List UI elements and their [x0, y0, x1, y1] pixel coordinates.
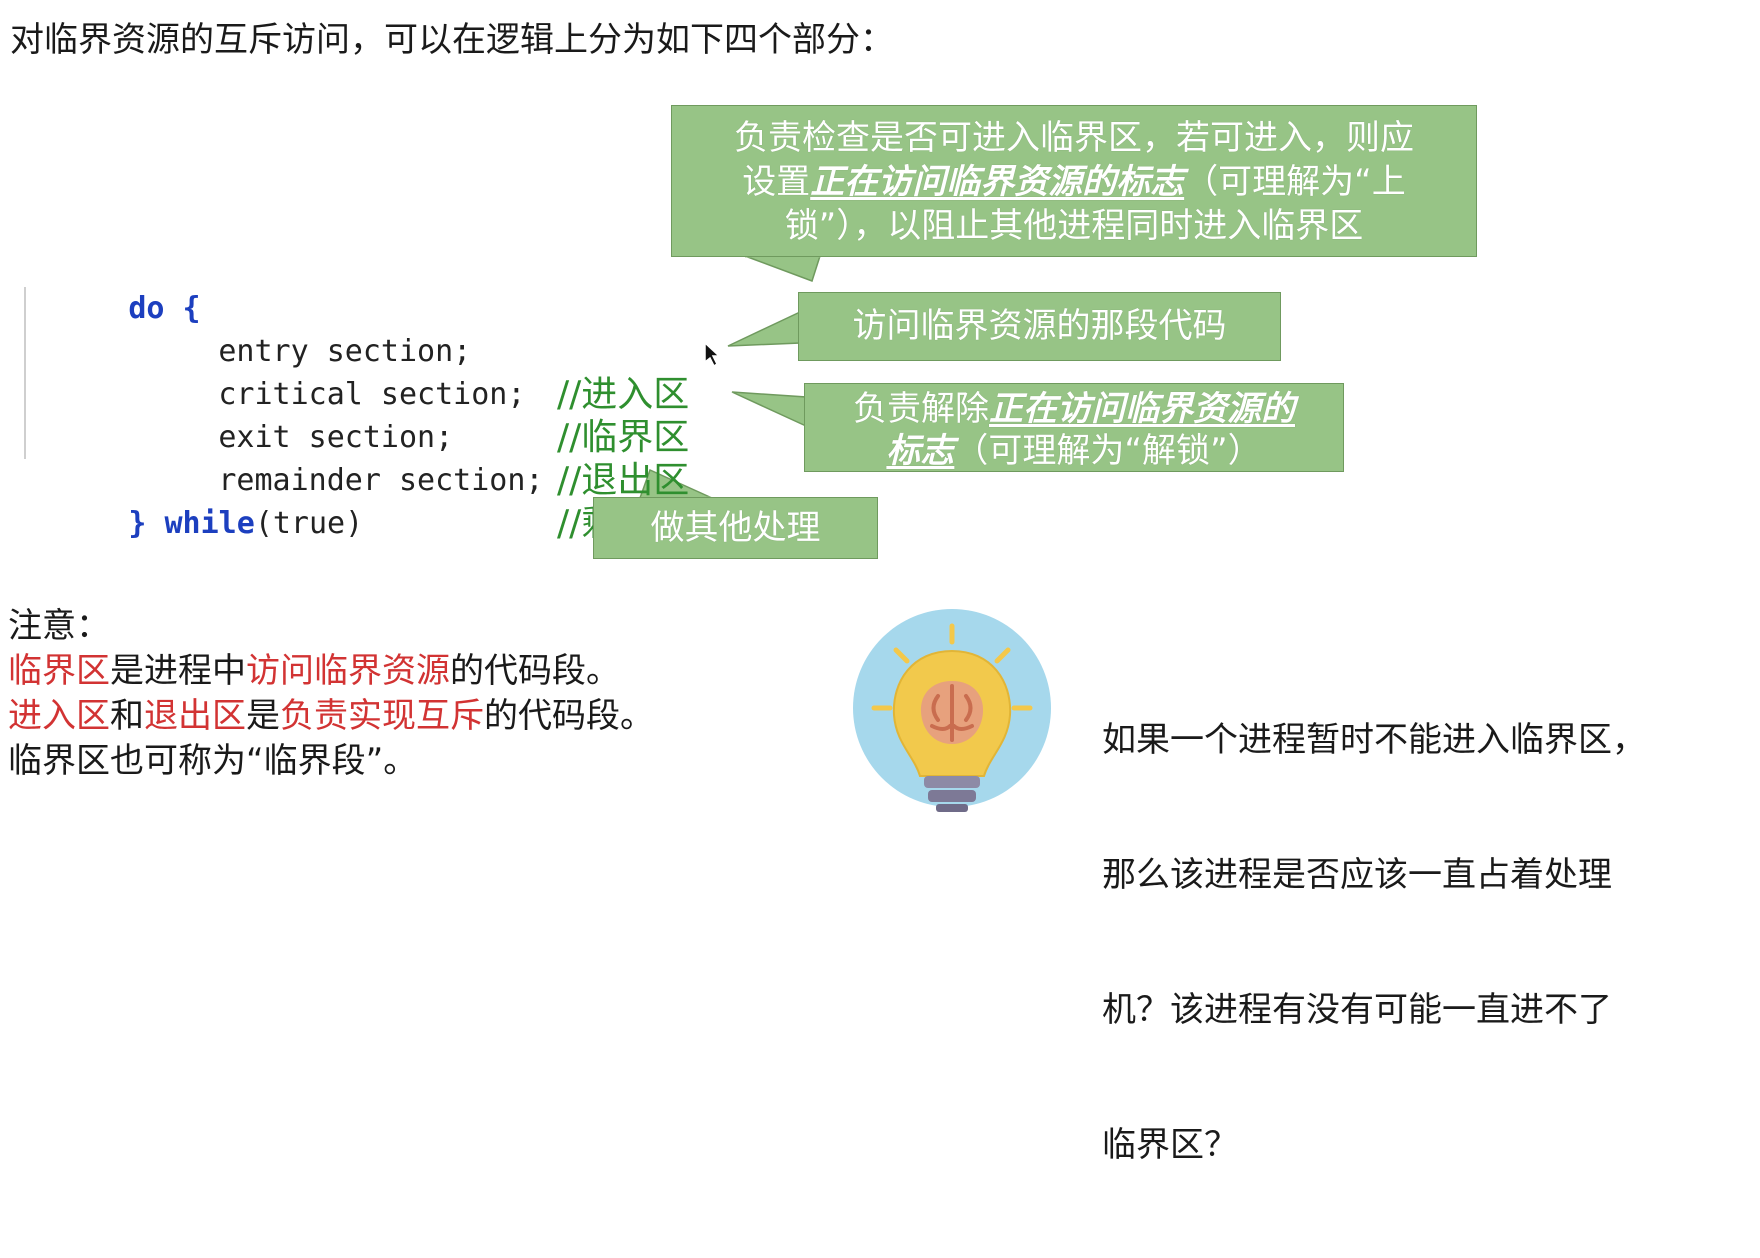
code-line-entry: entry section; //进入区 — [20, 287, 730, 415]
question-line-2: 那么该进程是否应该一直占着处理 — [1102, 855, 1612, 895]
bulb-base-ring-1 — [924, 776, 980, 788]
remainder-section-code: remainder section; — [218, 463, 544, 498]
question-text: 如果一个进程暂时不能进入临界区， 那么该进程是否应该一直占着处理 机？该进程有没… — [1102, 628, 1722, 1258]
notes-line2-highlight2: 退出区 — [144, 696, 246, 736]
entry-section-code: entry section; — [218, 334, 472, 369]
callout-exit-line2-suffix: （可理解为“解锁”） — [954, 431, 1262, 471]
page-heading: 对临界资源的互斥访问，可以在逻辑上分为如下四个部分： — [10, 20, 894, 60]
open-brace: { — [164, 291, 201, 326]
notes-line2-highlight1: 进入区 — [8, 696, 110, 736]
bulb-glow-rays — [871, 623, 1033, 711]
callout-exit-section: 负责解除正在访问临界资源的 标志（可理解为“解锁”） — [804, 383, 1344, 472]
callout-exit-line2: 标志（可理解为“解锁”） — [805, 430, 1343, 472]
close-brace: } — [128, 506, 147, 541]
callout-entry-line2-suffix: （可理解为“上 — [1184, 162, 1406, 202]
notes-line1-text1: 是进程中 — [110, 651, 246, 691]
callout-critical-tail — [727, 310, 801, 347]
notes-block: 注意： 临界区是进程中访问临界资源的代码段。 进入区和退出区是负责实现互斥的代码… — [8, 604, 654, 784]
exit-comment: //退出区 — [557, 460, 690, 501]
critical-section-code: critical section; — [218, 377, 526, 412]
callout-entry-line2-emphasis: 正在访问临界资源的标志 — [810, 162, 1185, 202]
code-line-do: do { — [20, 244, 730, 326]
question-line-1: 如果一个进程暂时不能进入临界区， — [1102, 720, 1646, 760]
notes-line1-highlight2: 访问临界资源 — [246, 651, 450, 691]
while-keyword: while — [164, 506, 255, 541]
notes-line1-highlight1: 临界区 — [8, 651, 110, 691]
critical-comment: //临界区 — [557, 417, 690, 458]
callout-exit-line1-prefix: 负责解除 — [853, 389, 989, 429]
code-line-critical: critical section; //临界区 — [20, 330, 730, 458]
question-line-4: 临界区？ — [1102, 1125, 1238, 1165]
notes-line2-text3: 的代码段。 — [484, 696, 654, 736]
code-line-while: } while(true) — [20, 459, 730, 541]
notes-title: 注意： — [8, 606, 110, 646]
entry-comment: //进入区 — [557, 374, 690, 415]
do-keyword: do — [128, 291, 165, 326]
notes-line2-text1: 和 — [110, 696, 144, 736]
callout-entry-line2: 设置正在访问临界资源的标志（可理解为“上 — [692, 160, 1456, 204]
slide: 对临界资源的互斥访问，可以在逻辑上分为如下四个部分： do { entry se… — [8, 20, 1646, 1165]
lightbulb-brain-icon — [853, 609, 1051, 812]
mouse-pointer-icon — [704, 342, 721, 368]
callout-entry-tail — [744, 255, 822, 282]
callout-entry-line2-prefix: 设置 — [742, 162, 811, 202]
callout-entry-line3: 锁”），以阻止其他进程同时进入临界区 — [784, 206, 1364, 246]
callout-exit-line1-emphasis: 正在访问临界资源的 — [989, 389, 1295, 429]
code-block: do { entry section; //进入区 critical secti… — [20, 244, 730, 544]
while-condition: (true) — [254, 506, 364, 541]
callout-entry-section: 负责检查是否可进入临界区，若可进入，则应 设置正在访问临界资源的标志（可理解为“… — [671, 105, 1477, 257]
code-line-remainder: remainder section; //剩余区 — [20, 416, 730, 544]
notes-line-3: 临界区也可称为“临界段”。 — [8, 741, 418, 781]
exit-section-code: exit section; — [218, 420, 454, 455]
bulb-brain-folds — [930, 684, 974, 742]
callout-critical-section: 访问临界资源的那段代码 — [798, 292, 1281, 361]
notes-line-1: 临界区是进程中访问临界资源的代码段。 — [8, 649, 654, 694]
notes-line1-text2: 的代码段。 — [450, 651, 620, 691]
notes-line2-highlight3: 负责实现互斥 — [280, 696, 484, 736]
callout-remainder-section: 做其他处理 — [593, 497, 878, 559]
callout-exit-line1: 负责解除正在访问临界资源的 — [805, 388, 1343, 430]
bulb-base-ring-2 — [928, 790, 976, 802]
notes-line-2: 进入区和退出区是负责实现互斥的代码段。 — [8, 694, 654, 739]
code-line-exit: exit section; //退出区 — [20, 373, 730, 501]
code-indent-rail — [24, 287, 26, 459]
callout-exit-line2-emphasis: 标志 — [886, 431, 955, 471]
callout-entry-line1: 负责检查是否可进入临界区，若可进入，则应 — [734, 118, 1414, 158]
callout-exit-tail — [731, 391, 807, 428]
notes-line2-text2: 是 — [246, 696, 280, 736]
bulb-base-tip — [936, 804, 968, 812]
question-line-3: 机？该进程有没有可能一直进不了 — [1102, 990, 1612, 1030]
